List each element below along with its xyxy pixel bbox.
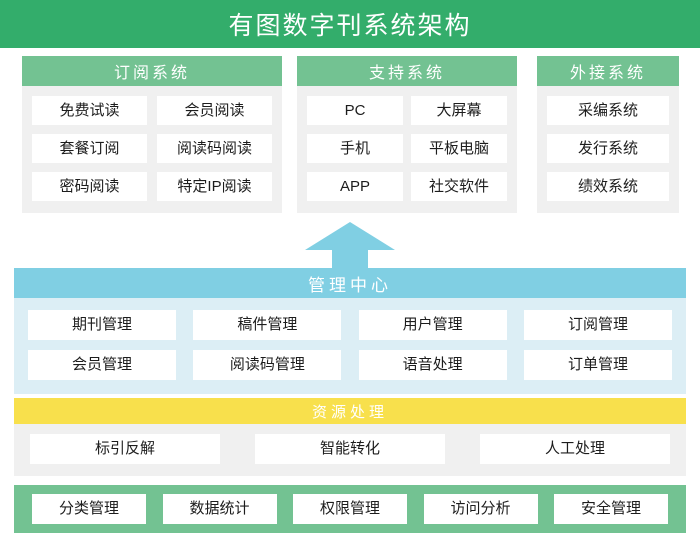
panel-item[interactable]: 会员阅读 [157, 96, 272, 125]
panel-item[interactable]: APP [307, 172, 403, 201]
management-item[interactable]: 期刊管理 [28, 310, 176, 340]
panel-subscription-header: 订阅系统 [22, 56, 282, 86]
panel-support-system: 支持系统 PC 大屏幕 手机 平板电脑 APP 社交软件 [297, 56, 517, 213]
panel-subscription-title: 订阅系统 [113, 65, 190, 82]
panel-item[interactable]: 发行系统 [547, 134, 669, 163]
management-item[interactable]: 会员管理 [28, 350, 176, 380]
panel-external-title: 外接系统 [569, 65, 646, 82]
management-item[interactable]: 语音处理 [358, 350, 507, 380]
resource-item[interactable]: 标引反解 [30, 434, 220, 464]
bottom-item[interactable]: 数据统计 [162, 494, 277, 524]
panel-item[interactable]: 平板电脑 [411, 134, 507, 163]
panel-support-header: 支持系统 [297, 56, 517, 86]
resource-processing-header: 资源处理 [14, 398, 686, 424]
top-panel-row: 订阅系统 免费试读 会员阅读 套餐订阅 阅读码阅读 密码阅读 特定IP阅读 支持… [0, 56, 700, 220]
panel-item[interactable]: 手机 [307, 134, 403, 163]
resource-item[interactable]: 人工处理 [480, 434, 670, 464]
management-item[interactable]: 订阅管理 [523, 310, 672, 340]
section-management-center: 管理中心 期刊管理 稿件管理 用户管理 订阅管理 会员管理 阅读码管理 语音处理… [14, 268, 686, 394]
panel-external-header: 外接系统 [537, 56, 679, 86]
panel-item[interactable]: 套餐订阅 [32, 134, 147, 163]
diagram-title-bar: 有图数字刊系统架构 [0, 0, 700, 48]
panel-item[interactable]: 绩效系统 [547, 172, 669, 201]
management-item[interactable]: 用户管理 [358, 310, 507, 340]
resource-processing-body: 标引反解 智能转化 人工处理 [14, 424, 686, 476]
management-item[interactable]: 订单管理 [523, 350, 672, 380]
management-center-title: 管理中心 [308, 275, 392, 295]
panel-item[interactable]: 社交软件 [411, 172, 507, 201]
resource-processing-title: 资源处理 [311, 403, 388, 421]
arrow-head [305, 222, 395, 250]
panel-support-title: 支持系统 [368, 65, 445, 82]
management-item[interactable]: 阅读码管理 [193, 350, 342, 380]
section-bottom-bar: 分类管理 数据统计 权限管理 访问分析 安全管理 [14, 485, 686, 533]
management-center-header: 管理中心 [14, 268, 686, 298]
bottom-item[interactable]: 安全管理 [554, 494, 668, 524]
bottom-item[interactable]: 权限管理 [293, 494, 407, 524]
panel-subscription-body: 免费试读 会员阅读 套餐订阅 阅读码阅读 密码阅读 特定IP阅读 [22, 86, 282, 213]
panel-item[interactable]: PC [307, 96, 403, 125]
panel-external-body: 采编系统 发行系统 绩效系统 [537, 86, 679, 213]
management-item[interactable]: 稿件管理 [193, 310, 342, 340]
up-arrow-icon [305, 222, 395, 270]
panel-item[interactable]: 密码阅读 [32, 172, 147, 201]
panel-subscription-system: 订阅系统 免费试读 会员阅读 套餐订阅 阅读码阅读 密码阅读 特定IP阅读 [22, 56, 282, 213]
page-title: 有图数字刊系统架构 [228, 12, 472, 40]
panel-external-system: 外接系统 采编系统 发行系统 绩效系统 [537, 56, 679, 213]
resource-item[interactable]: 智能转化 [255, 434, 445, 464]
panel-item[interactable]: 特定IP阅读 [157, 172, 272, 201]
bottom-item[interactable]: 访问分析 [423, 494, 538, 524]
panel-item[interactable]: 阅读码阅读 [157, 134, 272, 163]
panel-item[interactable]: 采编系统 [547, 96, 669, 125]
bottom-item[interactable]: 分类管理 [32, 494, 146, 524]
section-resource-processing: 资源处理 标引反解 智能转化 人工处理 [14, 398, 686, 476]
panel-support-body: PC 大屏幕 手机 平板电脑 APP 社交软件 [297, 86, 517, 213]
management-center-body: 期刊管理 稿件管理 用户管理 订阅管理 会员管理 阅读码管理 语音处理 订单管理 [14, 298, 686, 394]
panel-item[interactable]: 免费试读 [32, 96, 147, 125]
panel-item[interactable]: 大屏幕 [411, 96, 507, 125]
arrow-stem [332, 250, 368, 270]
